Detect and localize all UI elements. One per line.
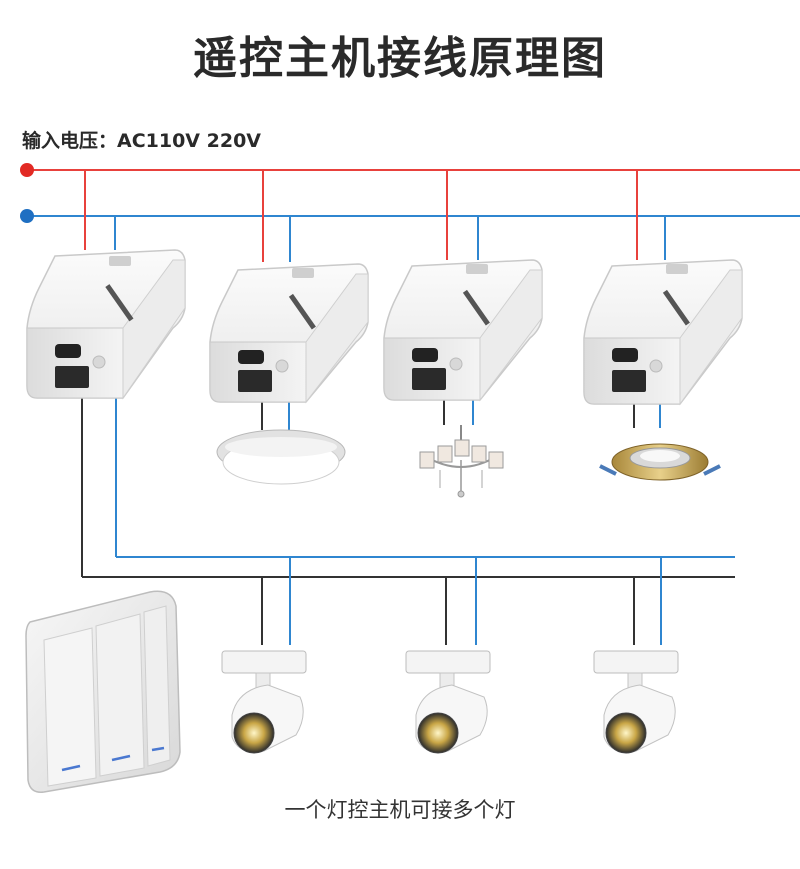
receiver-feed-wires [84, 170, 666, 262]
caption-text: 一个灯控主机可接多个灯 [284, 798, 516, 822]
neutral-terminal-dot [20, 209, 34, 223]
downlight-icon [599, 443, 721, 481]
chandelier-icon [419, 425, 504, 498]
track-spotlight-icon [221, 650, 307, 754]
track-spotlight-icon [405, 650, 491, 754]
relay-module-icon [26, 249, 186, 400]
ceiling-light-icon [216, 429, 346, 485]
relay-module-icon [383, 259, 543, 402]
load-wires [81, 385, 735, 645]
relay-module-icon [209, 263, 369, 404]
diagram-title: 遥控主机接线原理图 [193, 33, 607, 84]
supply-lines [20, 163, 800, 223]
wall-switch-panel-icon [25, 590, 181, 793]
live-terminal-dot [20, 163, 34, 177]
relay-module-icon [583, 259, 743, 406]
input-voltage-label: 输入电压：AC110V 220V [22, 130, 261, 152]
track-spotlight-icon [593, 650, 679, 754]
